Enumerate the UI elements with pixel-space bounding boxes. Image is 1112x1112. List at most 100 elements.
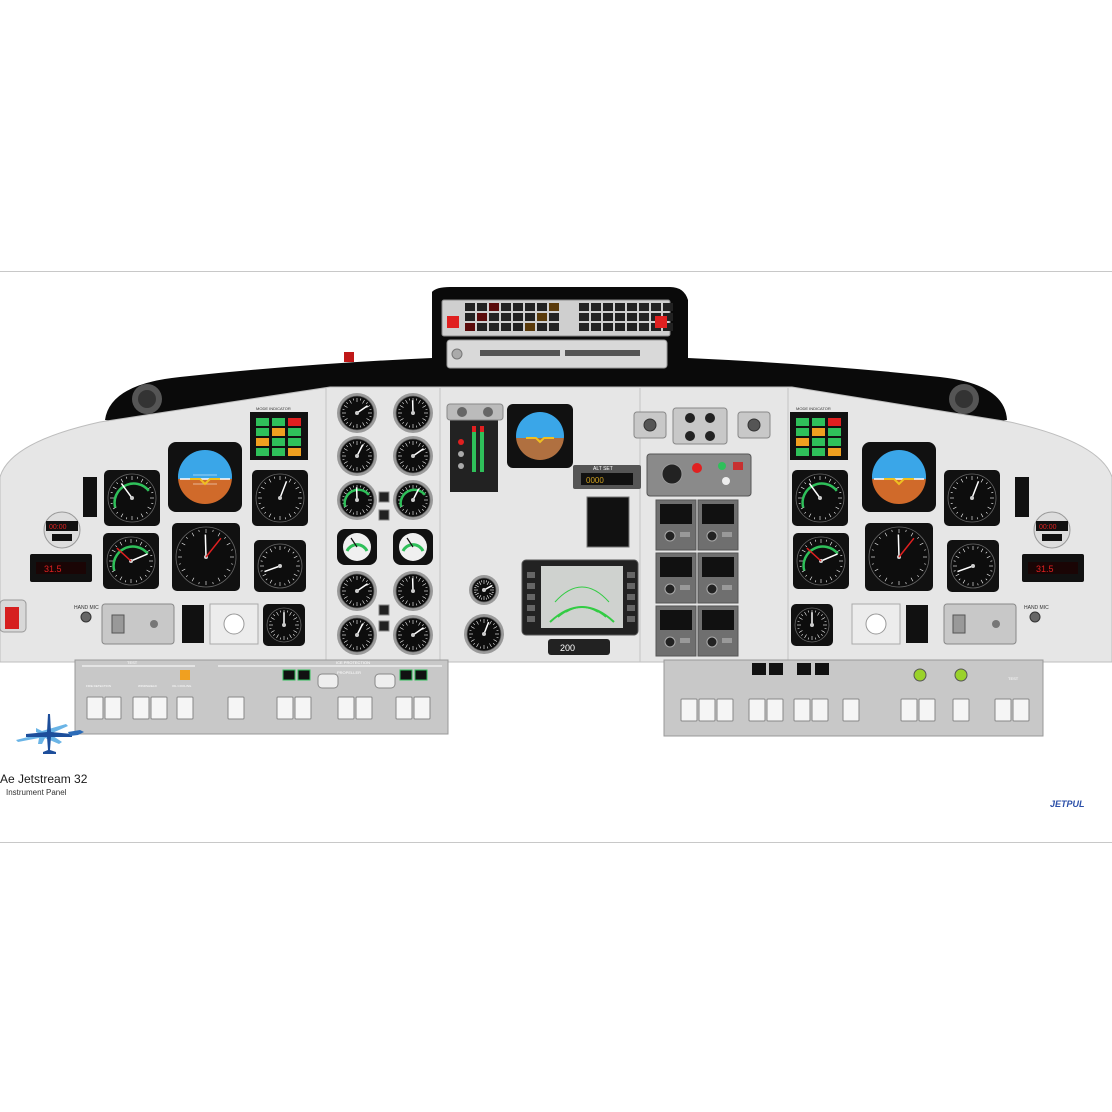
radar-softkey[interactable] xyxy=(627,616,635,622)
oil-cooling-lamp xyxy=(180,670,190,680)
toggle-switch[interactable] xyxy=(918,698,936,722)
cwp-annunciator-cell xyxy=(501,303,511,311)
cabin-pressure-gauge xyxy=(464,614,504,654)
alt-set-panel xyxy=(573,465,641,489)
brand-logo: JETPUL xyxy=(1050,799,1085,809)
mode-indicator-left xyxy=(250,412,308,460)
chrono-left-readout: 00:00 xyxy=(49,524,67,531)
engine-oil-temp-gauge xyxy=(393,529,433,565)
cwp-annunciator-cell xyxy=(477,323,487,331)
toggle-switch[interactable] xyxy=(766,698,784,722)
emergency-handle[interactable] xyxy=(0,599,27,633)
ice-indicator-lamp xyxy=(399,669,413,681)
radar-softkey[interactable] xyxy=(527,572,535,578)
toggle-switch[interactable] xyxy=(748,698,766,722)
lighting-control-panel xyxy=(672,407,728,445)
toggle-switch[interactable] xyxy=(811,698,829,722)
radio-magnetic-indicator-right xyxy=(793,533,849,589)
mode-indicator-cell xyxy=(812,428,825,436)
green-indicator-lamp xyxy=(913,668,927,682)
switch-panel-right xyxy=(943,603,1017,645)
toggle-switch[interactable] xyxy=(698,698,716,722)
engine-annunciator xyxy=(378,491,390,503)
toggle-switch[interactable] xyxy=(176,696,194,720)
fuel-flow-gauge xyxy=(337,571,377,611)
cwp-annunciator-cell xyxy=(591,303,601,311)
master-caution-left[interactable] xyxy=(344,352,354,362)
mode-indicator-cell xyxy=(796,448,809,456)
toggle-switch[interactable] xyxy=(132,696,150,720)
radar-softkey[interactable] xyxy=(627,594,635,600)
toggle-switch[interactable] xyxy=(276,696,294,720)
toggle-switch[interactable] xyxy=(294,696,312,720)
toggle-switch[interactable] xyxy=(395,696,413,720)
radar-softkey[interactable] xyxy=(627,583,635,589)
mode-indicator-cell xyxy=(256,428,269,436)
radio-control-head xyxy=(655,605,697,657)
chrono-right-readout: 00:00 xyxy=(1039,524,1057,531)
toggle-switch[interactable] xyxy=(227,696,245,720)
side-annunciator-right xyxy=(1015,477,1029,517)
cwp-annunciator-cell xyxy=(615,313,625,321)
oil-pressure-gauge xyxy=(337,615,377,655)
radar-softkey[interactable] xyxy=(527,583,535,589)
toggle-switch[interactable] xyxy=(337,696,355,720)
status-lamp xyxy=(752,663,766,675)
mode-indicator-cell xyxy=(828,438,841,446)
radar-softkey[interactable] xyxy=(527,594,535,600)
attitude-indicator-left xyxy=(168,442,242,512)
selector-knob-panel xyxy=(737,411,771,439)
toggle-switch[interactable] xyxy=(842,698,860,722)
cwp-annunciator-cell xyxy=(489,323,499,331)
cwp-annunciator-cell xyxy=(549,323,559,331)
cwp-annunciator-cell xyxy=(579,303,589,311)
hand-mic-jack-right[interactable] xyxy=(906,605,928,643)
hand-mic-jack-left[interactable] xyxy=(182,605,204,643)
cwp-annunciator-cell xyxy=(639,313,649,321)
toggle-switch[interactable] xyxy=(104,696,122,720)
toggle-switch[interactable] xyxy=(994,698,1012,722)
master-warning-right[interactable] xyxy=(655,316,667,328)
cwp-annunciator-cell xyxy=(549,313,559,321)
cwp-annunciator-cell xyxy=(579,313,589,321)
radar-softkey[interactable] xyxy=(627,572,635,578)
radar-softkey[interactable] xyxy=(527,616,535,622)
cwp-annunciator-cell xyxy=(627,313,637,321)
engine-annunciator xyxy=(378,604,390,616)
toggle-switch[interactable] xyxy=(1012,698,1030,722)
engine-bar-indicator xyxy=(450,420,498,492)
itt-gauge xyxy=(337,480,377,520)
toggle-switch[interactable] xyxy=(900,698,918,722)
toggle-switch[interactable] xyxy=(413,696,431,720)
torque-gauge xyxy=(393,393,433,433)
cwp-annunciator-cell xyxy=(651,303,661,311)
toggle-switch[interactable] xyxy=(86,696,104,720)
hand-mic-button-left[interactable] xyxy=(80,611,92,623)
mode-indicator-cell xyxy=(288,418,301,426)
weather-radar-display xyxy=(521,559,639,636)
radar-softkey[interactable] xyxy=(527,605,535,611)
torque-gauge xyxy=(337,393,377,433)
hand-mic-button-right[interactable] xyxy=(1029,611,1041,623)
propeller-rpm-gauge xyxy=(337,436,377,476)
fire-detection-label: FIRE DETECTION xyxy=(86,684,111,688)
itt-gauge xyxy=(393,480,433,520)
vertical-speed-indicator-right xyxy=(947,540,999,592)
rotary-knob-panel xyxy=(446,403,504,421)
engine-annunciator xyxy=(378,509,390,521)
toggle-switch[interactable] xyxy=(150,696,168,720)
radio-control-head xyxy=(697,605,739,657)
toggle-switch[interactable] xyxy=(355,696,373,720)
radar-softkey[interactable] xyxy=(627,605,635,611)
master-warning-left[interactable] xyxy=(447,316,459,328)
cwp-annunciator-cell xyxy=(513,303,523,311)
aircraft-logo-icon xyxy=(10,712,90,754)
toggle-switch[interactable] xyxy=(680,698,698,722)
test-label-left: TEST xyxy=(127,660,138,665)
mode-indicator-cell xyxy=(812,418,825,426)
cwp-annunciator-cell xyxy=(537,323,547,331)
toggle-switch[interactable] xyxy=(716,698,734,722)
hsi-right xyxy=(865,523,933,591)
toggle-switch[interactable] xyxy=(952,698,970,722)
toggle-switch[interactable] xyxy=(793,698,811,722)
